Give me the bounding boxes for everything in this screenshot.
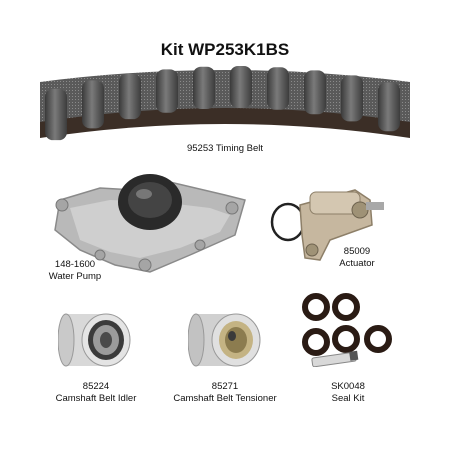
belt-tooth: [193, 66, 215, 110]
belt-tooth: [45, 88, 67, 141]
seal-kit-name: Seal Kit: [331, 393, 365, 404]
water-pump-name: Water Pump: [48, 271, 102, 282]
belt-tooth: [304, 70, 326, 115]
idler-name: Camshaft Belt Idler: [55, 393, 137, 404]
belt-tooth: [341, 75, 363, 122]
timing-belt-image: [40, 66, 410, 141]
belt-tooth: [82, 80, 104, 129]
belt-tooth: [230, 66, 252, 109]
idler-image: [58, 313, 131, 367]
water-pump-number: 148-1600: [54, 259, 96, 270]
belt-tooth: [378, 82, 400, 132]
tensioner-number: 85271: [211, 381, 239, 392]
tensioner-name: Camshaft Belt Tensioner: [173, 393, 277, 404]
belt-tooth: [156, 69, 178, 113]
actuator-name: Actuator: [339, 258, 375, 269]
actuator-image: [270, 189, 384, 261]
timing-belt-label: 95253 Timing Belt: [186, 143, 264, 154]
actuator-number: 85009: [343, 246, 371, 257]
seal-kit-image: [302, 293, 392, 367]
belt-tooth: [267, 67, 289, 110]
kit-title: Kit WP253K1BS: [160, 40, 290, 59]
water-pump-image: [54, 174, 246, 273]
tensioner-image: [188, 313, 261, 367]
seal-kit-number: SK0048: [331, 381, 365, 392]
belt-tooth: [119, 73, 141, 120]
idler-number: 85224: [82, 381, 110, 392]
